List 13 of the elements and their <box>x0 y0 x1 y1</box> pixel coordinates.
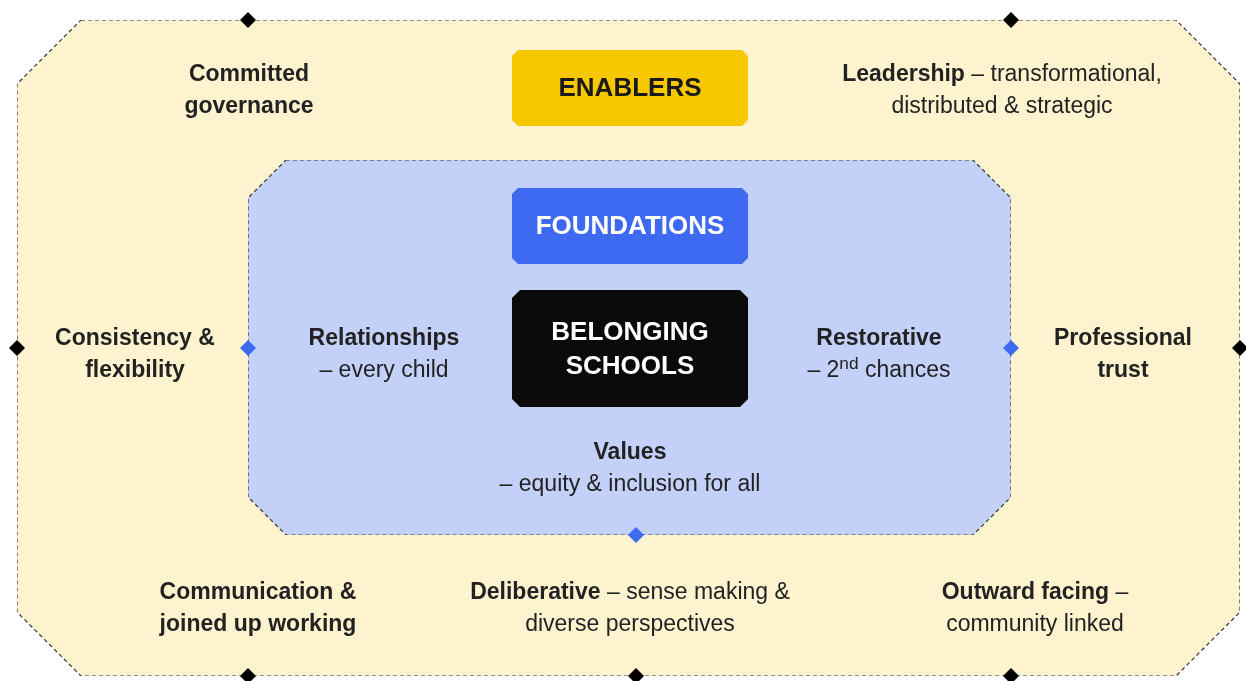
text-label: Deliberative – sense making & diverse perspectives <box>469 576 791 638</box>
text-label: Outward facing – community linked <box>940 576 1130 638</box>
heading-box: BELONGING SCHOOLS <box>512 290 748 407</box>
text-label: Committed governance <box>183 58 315 120</box>
heading-box: ENABLERS <box>512 50 748 126</box>
text-label: Leadership – transformational, distributed & strategic <box>841 58 1163 120</box>
text-label: Consistency & flexibility <box>54 322 216 384</box>
heading-box: FOUNDATIONS <box>512 188 748 264</box>
text-label: Communication & joined up working <box>158 576 358 638</box>
text-label: Professional trust <box>1052 322 1193 384</box>
text-label: Relationships – every child <box>307 322 461 384</box>
text-label: Restorative – 2$^{nd}$ chances <box>806 322 952 384</box>
text-label: Values – equity & inclusion for all <box>498 436 762 498</box>
